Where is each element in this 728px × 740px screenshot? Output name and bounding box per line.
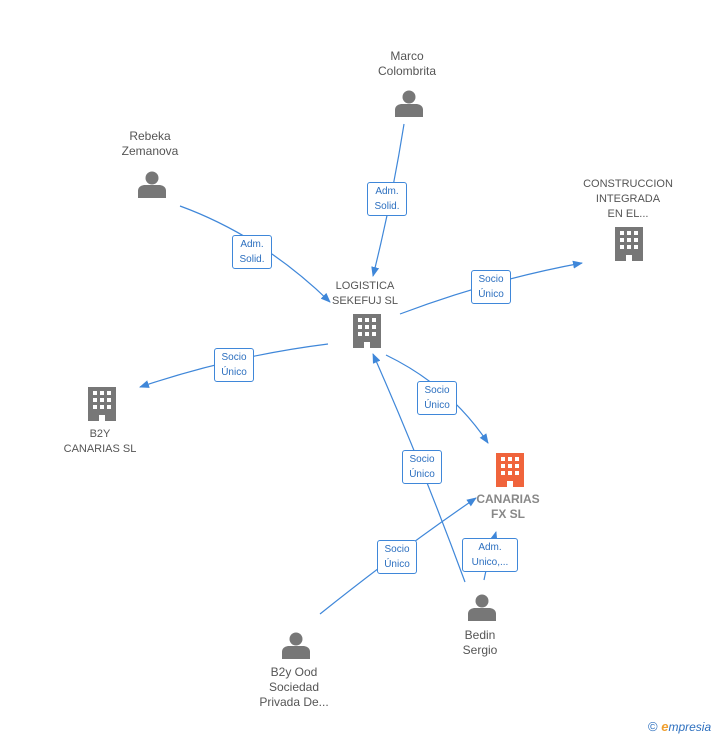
edge-label-logistica-canarias[interactable]: Socio Único [417,381,457,415]
node-label-marco[interactable]: Marco Colombrita [367,49,447,79]
node-label-bedin[interactable]: Bedin Sergio [440,628,520,658]
edge-label-line: Único [424,400,450,411]
node-label-b2y[interactable]: B2Y CANARIAS SL [50,427,150,457]
edge-label-line: Adm. [375,186,399,197]
person-icon[interactable] [282,632,310,660]
edge-label-marco-logistica[interactable]: Adm. Solid. [367,182,407,216]
building-icon[interactable] [615,227,643,261]
copyright-symbol: © [648,719,658,734]
edge-label-line: Socio [221,352,247,363]
edge-label-line: Único [384,559,410,570]
edge-label-line: Solid. [239,254,265,265]
edge-label-line: Socio [409,454,435,465]
person-icon[interactable] [468,594,496,622]
edge-label-line: Unico,... [471,557,509,568]
node-label-canarias[interactable]: CANARIAS FX SL [458,492,558,522]
building-icon[interactable] [353,314,381,348]
node-label-line: B2y Ood [270,665,318,679]
empresia-logo-initial: e [661,719,669,734]
node-label-line: B2Y [89,428,111,440]
node-label-line: CANARIAS SL [63,443,137,455]
node-label-line: EN EL... [607,208,649,220]
edge-label-bedin-logistica[interactable]: Socio Único [402,450,442,484]
node-label-line: CONSTRUCCION [583,178,673,190]
edge-label-line: Único [478,289,504,300]
node-label-line: Colombrita [377,64,437,78]
node-label-rebeka[interactable]: Rebeka Zemanova [110,129,190,159]
node-label-line: SEKEFUJ SL [331,295,399,307]
edge-label-line: Solid. [374,201,400,212]
node-label-line: Marco [390,49,424,63]
node-label-line: Zemanova [121,144,179,158]
edge-label-line: Único [221,367,247,378]
node-label-line: Sergio [462,643,498,657]
edge-label-line: Socio [424,385,450,396]
node-label-line: FX SL [490,507,525,521]
node-label-construccion[interactable]: CONSTRUCCION INTEGRADA EN EL... [573,177,683,222]
edge-label-b2yood-canarias[interactable]: Socio Único [377,540,417,574]
person-icon[interactable] [138,171,166,199]
edge-label-line: Adm. [240,239,264,250]
edge-label-line: Adm. [478,542,502,553]
edge-label-rebeka-logistica[interactable]: Adm. Solid. [232,235,272,269]
node-label-b2yood[interactable]: B2y Ood Sociedad Privada De... [244,665,344,710]
node-label-logistica[interactable]: LOGISTICA SEKEFUJ SL [315,279,415,309]
brand-footer[interactable]: © empresia [648,719,711,734]
node-label-line: Bedin [464,628,496,642]
node-label-line: Sociedad [268,680,320,694]
edge-label-bedin-canarias[interactable]: Adm. Unico,... [462,538,518,572]
node-label-line: INTEGRADA [595,193,661,205]
edge-label-line: Único [409,469,435,480]
node-label-line: Privada De... [259,695,329,709]
node-label-line: CANARIAS [476,492,540,506]
edge-label-logistica-b2y[interactable]: Socio Único [214,348,254,382]
edge-label-line: Socio [478,274,504,285]
building-icon-highlighted[interactable] [496,453,524,487]
person-icon[interactable] [395,90,423,118]
edge-label-line: Socio [384,544,410,555]
edge-label-logistica-construccion[interactable]: Socio Único [471,270,511,304]
empresia-logo-text: mpresia [668,720,712,734]
node-label-line: Rebeka [129,129,171,143]
building-icon[interactable] [88,387,116,421]
node-label-line: LOGISTICA [335,280,395,292]
